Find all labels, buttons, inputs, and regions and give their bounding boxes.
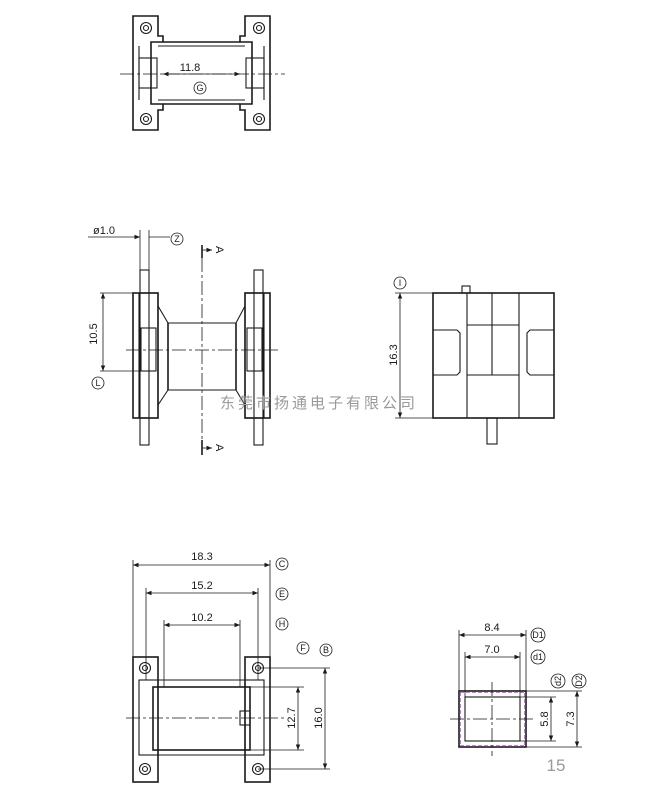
dim-front-height: 10.5 — [88, 323, 100, 344]
section-mark-bottom: A — [213, 444, 225, 452]
dim-top-width: 11.8 — [180, 62, 201, 74]
tag-section-inner: d1 — [533, 652, 543, 662]
tag-middle: E — [279, 589, 285, 599]
tag-side: I — [399, 278, 402, 288]
section-mark-top: A — [213, 246, 225, 254]
tag-section-outer: D1 — [532, 630, 544, 640]
tag-f: F — [300, 643, 306, 653]
tag-top: G — [196, 83, 203, 93]
tag-section-d2-inner: d2 — [553, 676, 563, 686]
page-number: 15 — [547, 756, 566, 775]
top-view: 11.8 G — [120, 15, 285, 131]
dim-section-inner: 7.0 — [484, 644, 499, 656]
bottom-view: 18.3 C 15.2 E 10.2 H 12.7 16.0 F B — [126, 551, 333, 783]
dim-middle-width: 15.2 — [191, 580, 212, 592]
dim-side-height: 16.3 — [388, 344, 400, 365]
dim-height-outer: 16.0 — [313, 707, 325, 728]
section-view: 8.4 D1 7.0 d1 5.8 7.3 d2 D2 — [450, 622, 587, 756]
dim-inner-width: 10.2 — [191, 612, 212, 624]
dim-section-outer: 8.4 — [484, 622, 499, 634]
tag-front-height: L — [95, 378, 100, 388]
tag-overall: C — [279, 559, 286, 569]
dim-section-h-outer: 7.3 — [565, 711, 577, 726]
tag-inner: H — [279, 619, 286, 629]
section-mark-icon — [201, 245, 212, 455]
dim-overall-width: 18.3 — [191, 551, 212, 563]
pin-icon — [139, 269, 264, 446]
tag-pin: Z — [174, 234, 180, 244]
pin-icon — [139, 21, 266, 126]
side-view: 16.3 I — [388, 276, 555, 445]
dim-height-inner: 12.7 — [286, 707, 298, 728]
tag-b: B — [323, 645, 329, 655]
tag-section-d2-outer: D2 — [574, 675, 584, 687]
front-view: ø1.0 Z 10.5 L A A — [88, 225, 280, 455]
dim-section-h-inner: 5.8 — [539, 711, 551, 726]
dim-pin-diameter: ø1.0 — [93, 225, 115, 237]
watermark: 东莞市扬通电子有限公司 — [220, 394, 418, 412]
